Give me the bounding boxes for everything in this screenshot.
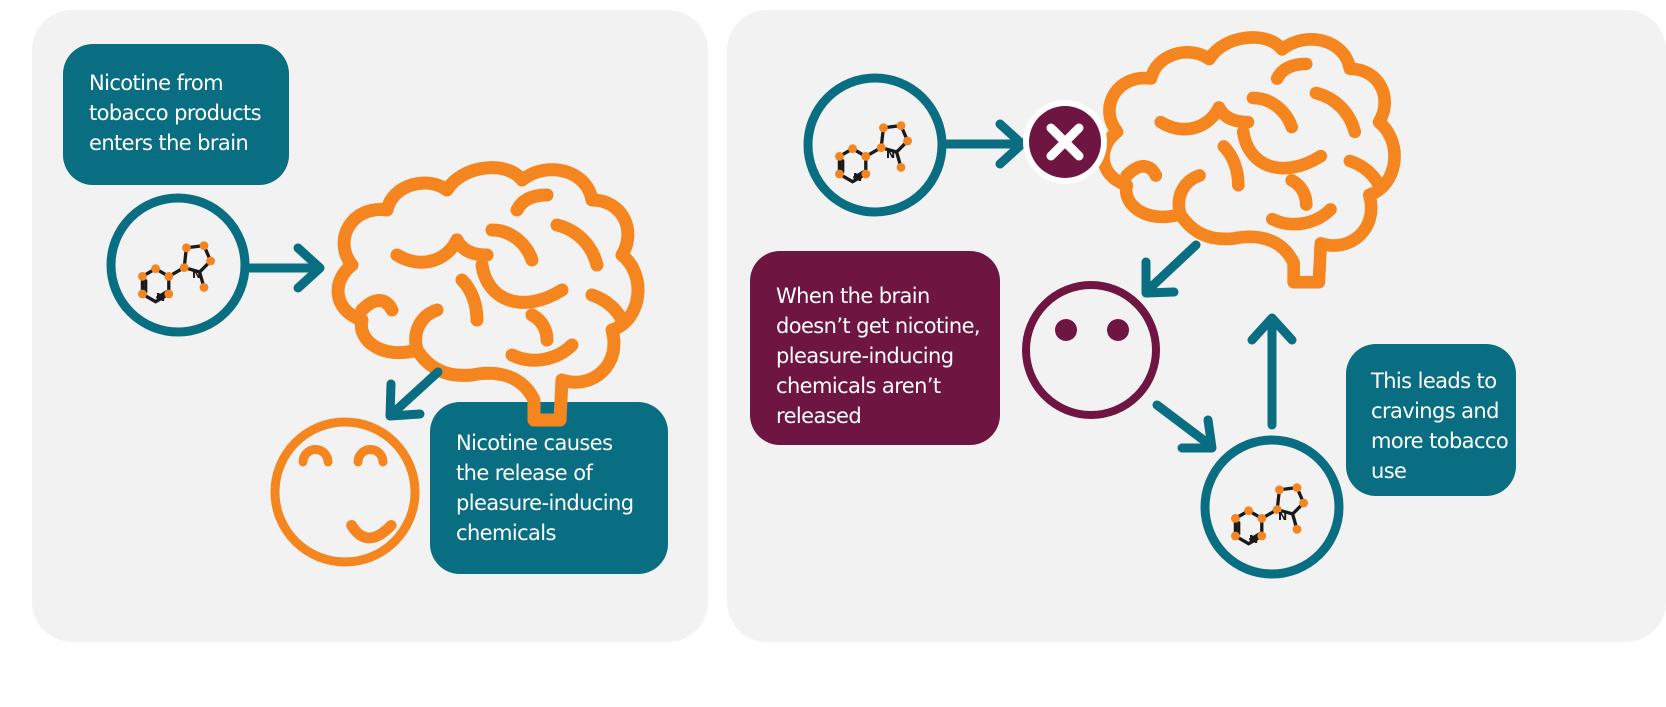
brain-icon: [338, 168, 638, 420]
callout-line: doesn’t get nicotine,: [776, 314, 981, 338]
arrow-down-right-icon: [1152, 400, 1217, 453]
callout-line: released: [776, 404, 862, 428]
callout-line: pleasure-inducing: [456, 491, 634, 515]
callout-line: use: [1371, 459, 1407, 483]
callout-line: tobacco products: [89, 101, 262, 125]
neutral-face-icon: [1022, 281, 1160, 419]
callout-line: more tobacco: [1371, 429, 1509, 453]
callout-nicotine-enters-brain: Nicotine from tobacco products enters th…: [63, 44, 289, 185]
nicotine-molecule-icon: [803, 73, 947, 217]
molecule-atom-label: N: [156, 291, 165, 304]
callout-nicotine-releases-chemicals: Nicotine causes the release of pleasure-…: [430, 402, 668, 574]
molecule-atom-label: N: [1278, 510, 1287, 523]
callout-line: chemicals aren’t: [776, 374, 941, 398]
callout-no-nicotine: When the brain doesn’t get nicotine, ple…: [750, 251, 1000, 445]
arrow-right-icon: [941, 119, 1027, 169]
callout-line: When the brain: [776, 284, 930, 308]
callout-line: Nicotine from: [89, 71, 224, 95]
molecule-atom-label: N: [1249, 533, 1258, 546]
molecule-atom-label: N: [886, 148, 895, 161]
callout-line: This leads to: [1371, 369, 1497, 393]
arrow-down-left-icon: [385, 367, 443, 421]
callout-line: pleasure-inducing: [776, 344, 954, 368]
molecule-atom-label: N: [192, 268, 201, 281]
callout-cravings: This leads to cravings and more tobacco …: [1346, 344, 1516, 496]
callout-line: enters the brain: [89, 131, 249, 155]
callout-line: chemicals: [456, 521, 556, 545]
callout-line: cravings and: [1371, 399, 1499, 423]
arrow-down-left-icon: [1141, 240, 1201, 298]
happy-face-icon: [270, 417, 420, 567]
callout-line: the release of: [456, 461, 593, 485]
arrow-up-icon: [1247, 313, 1297, 430]
brain-icon: [1104, 37, 1395, 282]
nicotine-molecule-icon: [106, 193, 250, 337]
blocked-x-icon: [1023, 100, 1107, 184]
molecule-atom-label: N: [853, 171, 862, 184]
callout-line: Nicotine causes: [456, 431, 613, 455]
nicotine-molecule-icon: [1200, 435, 1344, 579]
arrow-right-icon: [245, 243, 325, 293]
